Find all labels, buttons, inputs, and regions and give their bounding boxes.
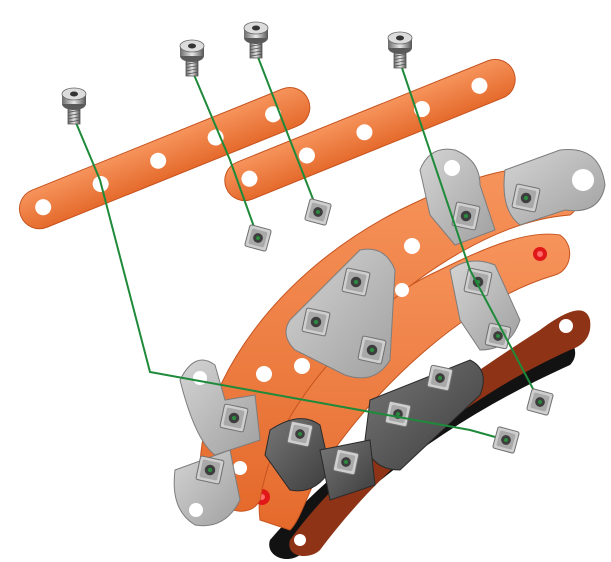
square-nut	[219, 403, 249, 433]
curved-strip-dark	[289, 310, 591, 556]
screw	[61, 87, 87, 125]
square-nut	[244, 224, 272, 252]
square-nut	[357, 335, 387, 365]
screw	[179, 39, 205, 77]
screws	[61, 21, 413, 125]
strip-hole	[559, 319, 573, 333]
assembly-line	[399, 61, 541, 403]
assembly-line	[73, 117, 507, 441]
screw	[387, 31, 413, 69]
square-nut	[195, 455, 225, 485]
flat-strip-left	[18, 87, 311, 230]
square-nut	[526, 388, 554, 416]
bracket-hole	[444, 160, 460, 176]
strip-hole	[294, 534, 306, 546]
square-nut	[426, 364, 454, 392]
square-nut	[463, 267, 493, 297]
assembly-line	[191, 69, 259, 239]
flat-strip-right	[224, 58, 516, 202]
square-nut	[484, 322, 512, 350]
square-nut	[492, 426, 520, 454]
square-nut	[304, 198, 332, 226]
square-nut	[511, 183, 541, 213]
square-nut	[286, 420, 314, 448]
square-nut	[341, 267, 371, 297]
assembly-line	[255, 51, 319, 213]
square-nut	[301, 307, 331, 337]
square-nut	[332, 448, 360, 476]
bracket-hole	[189, 503, 203, 517]
mounted-nuts	[195, 183, 541, 485]
screw	[243, 21, 269, 59]
assembly-lines	[73, 51, 541, 441]
square-nut	[451, 201, 481, 231]
square-nut	[384, 400, 412, 428]
loose-nuts	[244, 198, 554, 454]
bracket-hole	[572, 169, 594, 191]
